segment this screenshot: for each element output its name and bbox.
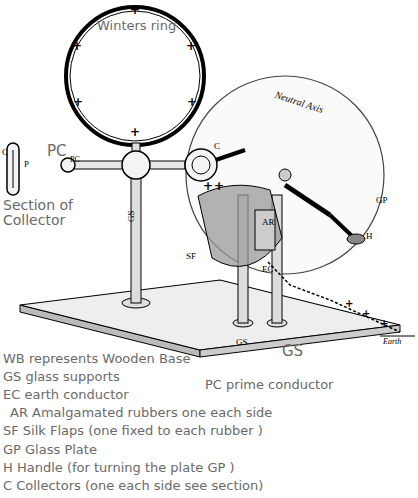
charge-sign: + (72, 40, 82, 53)
key-entry: C Collectors (one each side see section) (3, 479, 263, 493)
ring-inner-circle (70, 11, 200, 141)
plate-circle (186, 76, 384, 274)
earth-chain (268, 262, 400, 332)
part-letter: GP (376, 196, 388, 206)
charge-sign: + (362, 308, 370, 319)
part-letter: GS (236, 338, 248, 348)
part-letter: GS (282, 343, 303, 360)
part-letter: SF (186, 252, 196, 262)
part-letter: C (2, 148, 8, 158)
part-letter: AR (262, 218, 275, 228)
charge-sign: + (186, 40, 196, 53)
part-letter: PC (70, 156, 80, 165)
charge-sign: + (345, 298, 353, 309)
crank-arm (330, 215, 352, 236)
section-title: Section of Collector (3, 198, 83, 229)
prime-conductor-ball (122, 151, 150, 179)
collector-section-line (13, 150, 14, 188)
part-letter: P (24, 160, 29, 170)
charge-sign: + (130, 126, 140, 139)
ring-title: Winters ring (97, 18, 176, 33)
key-entry: WB represents Wooden Base (3, 352, 191, 366)
part-letter: PC (47, 143, 67, 160)
key-entry: GS glass supports (3, 370, 120, 384)
glass-support (131, 175, 141, 303)
plate-hub (279, 169, 291, 181)
part-letter: C (214, 142, 220, 152)
crank-arm (285, 185, 330, 215)
part-letter: GS (127, 210, 137, 222)
part-letter: H (366, 232, 373, 242)
key-entry: PC prime conductor (205, 378, 333, 392)
silk-flap (198, 185, 282, 266)
charge-sign: + (214, 180, 224, 193)
charge-sign: + (203, 180, 213, 193)
charge-sign: + (73, 96, 83, 109)
key-entry: AR Amalgamated rubbers one each side (10, 406, 272, 420)
key-entry: EC earth conductor (3, 388, 129, 402)
collector-ball-inner (192, 156, 210, 174)
key-entry: SF Silk Flaps (one fixed to each rubber … (3, 424, 263, 438)
earth-line (380, 336, 415, 337)
key-entry: H Handle (for turning the plate GP ) (3, 461, 235, 475)
ring-circle (66, 7, 204, 145)
charge-sign: + (130, 4, 140, 17)
collector-section (7, 143, 19, 195)
amalgamated-rubber (255, 210, 275, 250)
charge-sign: + (187, 96, 197, 109)
part-letter: EC (262, 265, 274, 275)
earth-label: Earth (383, 338, 401, 347)
handle-knob (347, 234, 365, 244)
charge-sign: + (380, 318, 388, 329)
key-entry: GP Glass Plate (3, 443, 97, 457)
collector-ball (185, 149, 217, 181)
